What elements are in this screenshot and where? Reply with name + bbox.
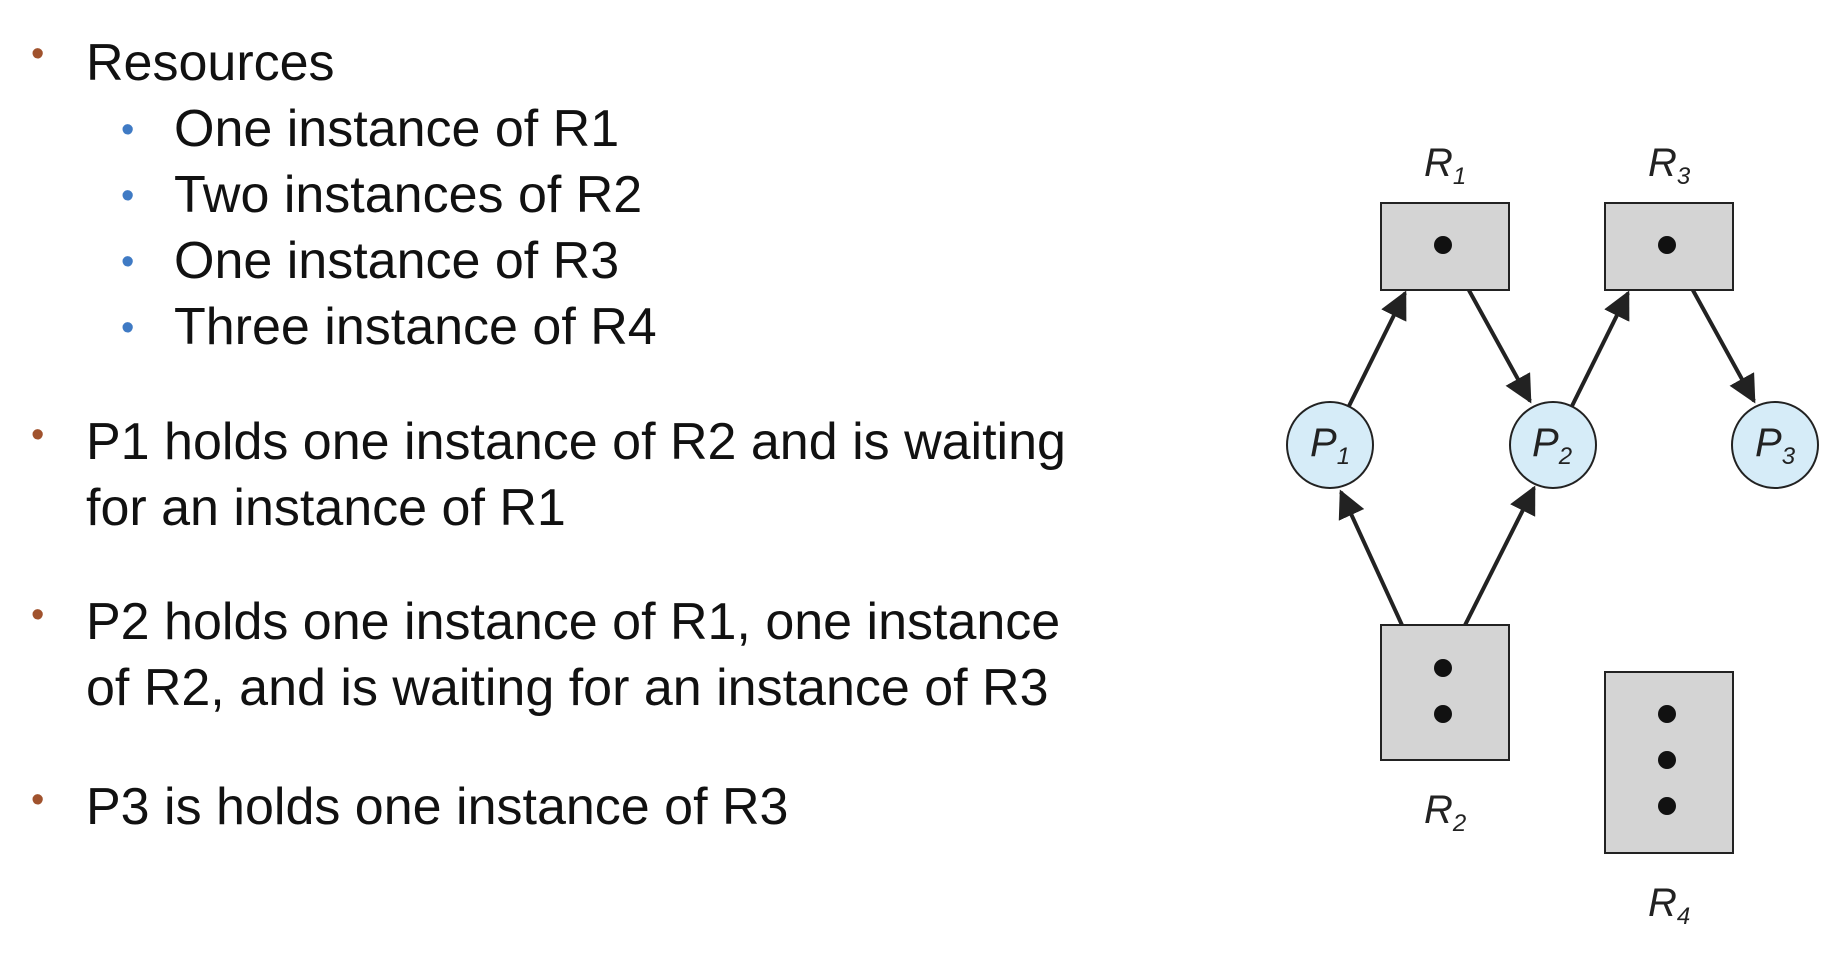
process-p2: P2: [1509, 401, 1597, 489]
resource-instance-dot: [1658, 236, 1676, 254]
process-p3: P3: [1731, 401, 1819, 489]
resources-heading: Resources: [86, 34, 335, 92]
request-edge-p1-r1: [1346, 290, 1407, 409]
resource-r3: R3: [1604, 141, 1734, 291]
resource-item-r2: Two instances of R2: [174, 166, 643, 224]
resource-instance-dot: [1434, 705, 1452, 723]
process-p1: P1: [1286, 401, 1374, 489]
bullet-dot: •: [31, 33, 45, 75]
resource-instance-dot: [1434, 659, 1452, 677]
resource-r4-label: R4: [1648, 881, 1690, 930]
p2-description-line1: P2 holds one instance of R1, one instanc…: [86, 593, 1061, 651]
bullet-dot: •: [31, 414, 45, 456]
bullet-dot: •: [31, 594, 45, 636]
process-p1-label: P1: [1310, 421, 1350, 470]
bullet-dot: •: [31, 779, 45, 821]
resource-r2: R2: [1380, 624, 1510, 837]
resource-r2-label: R2: [1424, 788, 1466, 837]
bullet-dot: •: [121, 241, 135, 283]
p1-description-line2: for an instance of R1: [86, 479, 566, 537]
resource-r1: R1: [1380, 141, 1510, 291]
resource-instance-dot: [1658, 797, 1676, 815]
bullet-dot: •: [121, 109, 135, 151]
resource-r1-label: R1: [1424, 141, 1466, 190]
resource-r4: R4: [1604, 671, 1734, 930]
resource-item-r1: One instance of R1: [174, 100, 620, 158]
resource-instance-dot: [1658, 751, 1676, 769]
bullet-dot: •: [121, 175, 135, 217]
process-p3-label: P3: [1755, 421, 1796, 470]
process-p2-label: P2: [1532, 421, 1572, 470]
resource-item-r3: One instance of R3: [174, 232, 620, 290]
slide-text: • Resources • One instance of R1 • Two i…: [31, 33, 1066, 836]
p2-description-line2: of R2, and is waiting for an instance of…: [86, 659, 1049, 717]
bullet-dot: •: [121, 307, 135, 349]
resource-item-r4: Three instance of R4: [174, 298, 657, 356]
p1-description-line1: P1 holds one instance of R2 and is waiti…: [86, 413, 1066, 471]
resource-r3-label: R3: [1648, 141, 1691, 190]
resource-instance-dot: [1658, 705, 1676, 723]
resource-instance-dot: [1434, 236, 1452, 254]
p3-description-line1: P3 is holds one instance of R3: [86, 778, 789, 836]
request-edge-p2-r3: [1569, 290, 1630, 409]
